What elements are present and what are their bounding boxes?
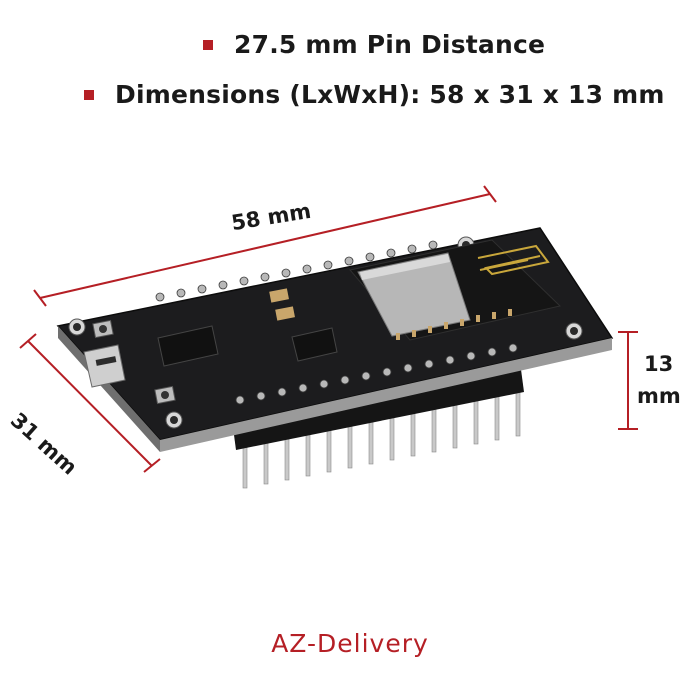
height-dimension-value: 13 [644, 352, 674, 376]
micro-usb-port [83, 344, 126, 388]
brand-wordmark: AZ-Delivery [271, 629, 429, 658]
height-dimension-unit: mm [637, 384, 681, 408]
feature-pin-distance: 27.5 mm Pin Distance [203, 30, 545, 59]
buttons [92, 319, 176, 405]
feature-list: 27.5 mm Pin Distance Dimensions (LxWxH):… [0, 0, 700, 130]
usb-uart-chip [157, 325, 219, 367]
pin-headers-top [155, 240, 518, 405]
brand-logo: AZ-Delivery [0, 626, 700, 667]
bullet-square-icon [84, 89, 94, 100]
wifi-module [349, 239, 562, 341]
feature-text: Dimensions (LxWxH): 58 x 31 x 13 mm [115, 80, 665, 109]
bullet-square-icon [203, 39, 213, 50]
height-dimension-line [618, 331, 638, 430]
capacitors [269, 288, 295, 321]
feature-text: 27.5 mm Pin Distance [234, 30, 546, 59]
length-dimension-line [33, 185, 497, 307]
feature-dimensions: Dimensions (LxWxH): 58 x 31 x 13 mm [84, 80, 665, 109]
voltage-regulator [291, 327, 338, 362]
width-dimension-line [19, 333, 161, 473]
svg-text:AZ-Delivery: AZ-Delivery [271, 629, 429, 658]
